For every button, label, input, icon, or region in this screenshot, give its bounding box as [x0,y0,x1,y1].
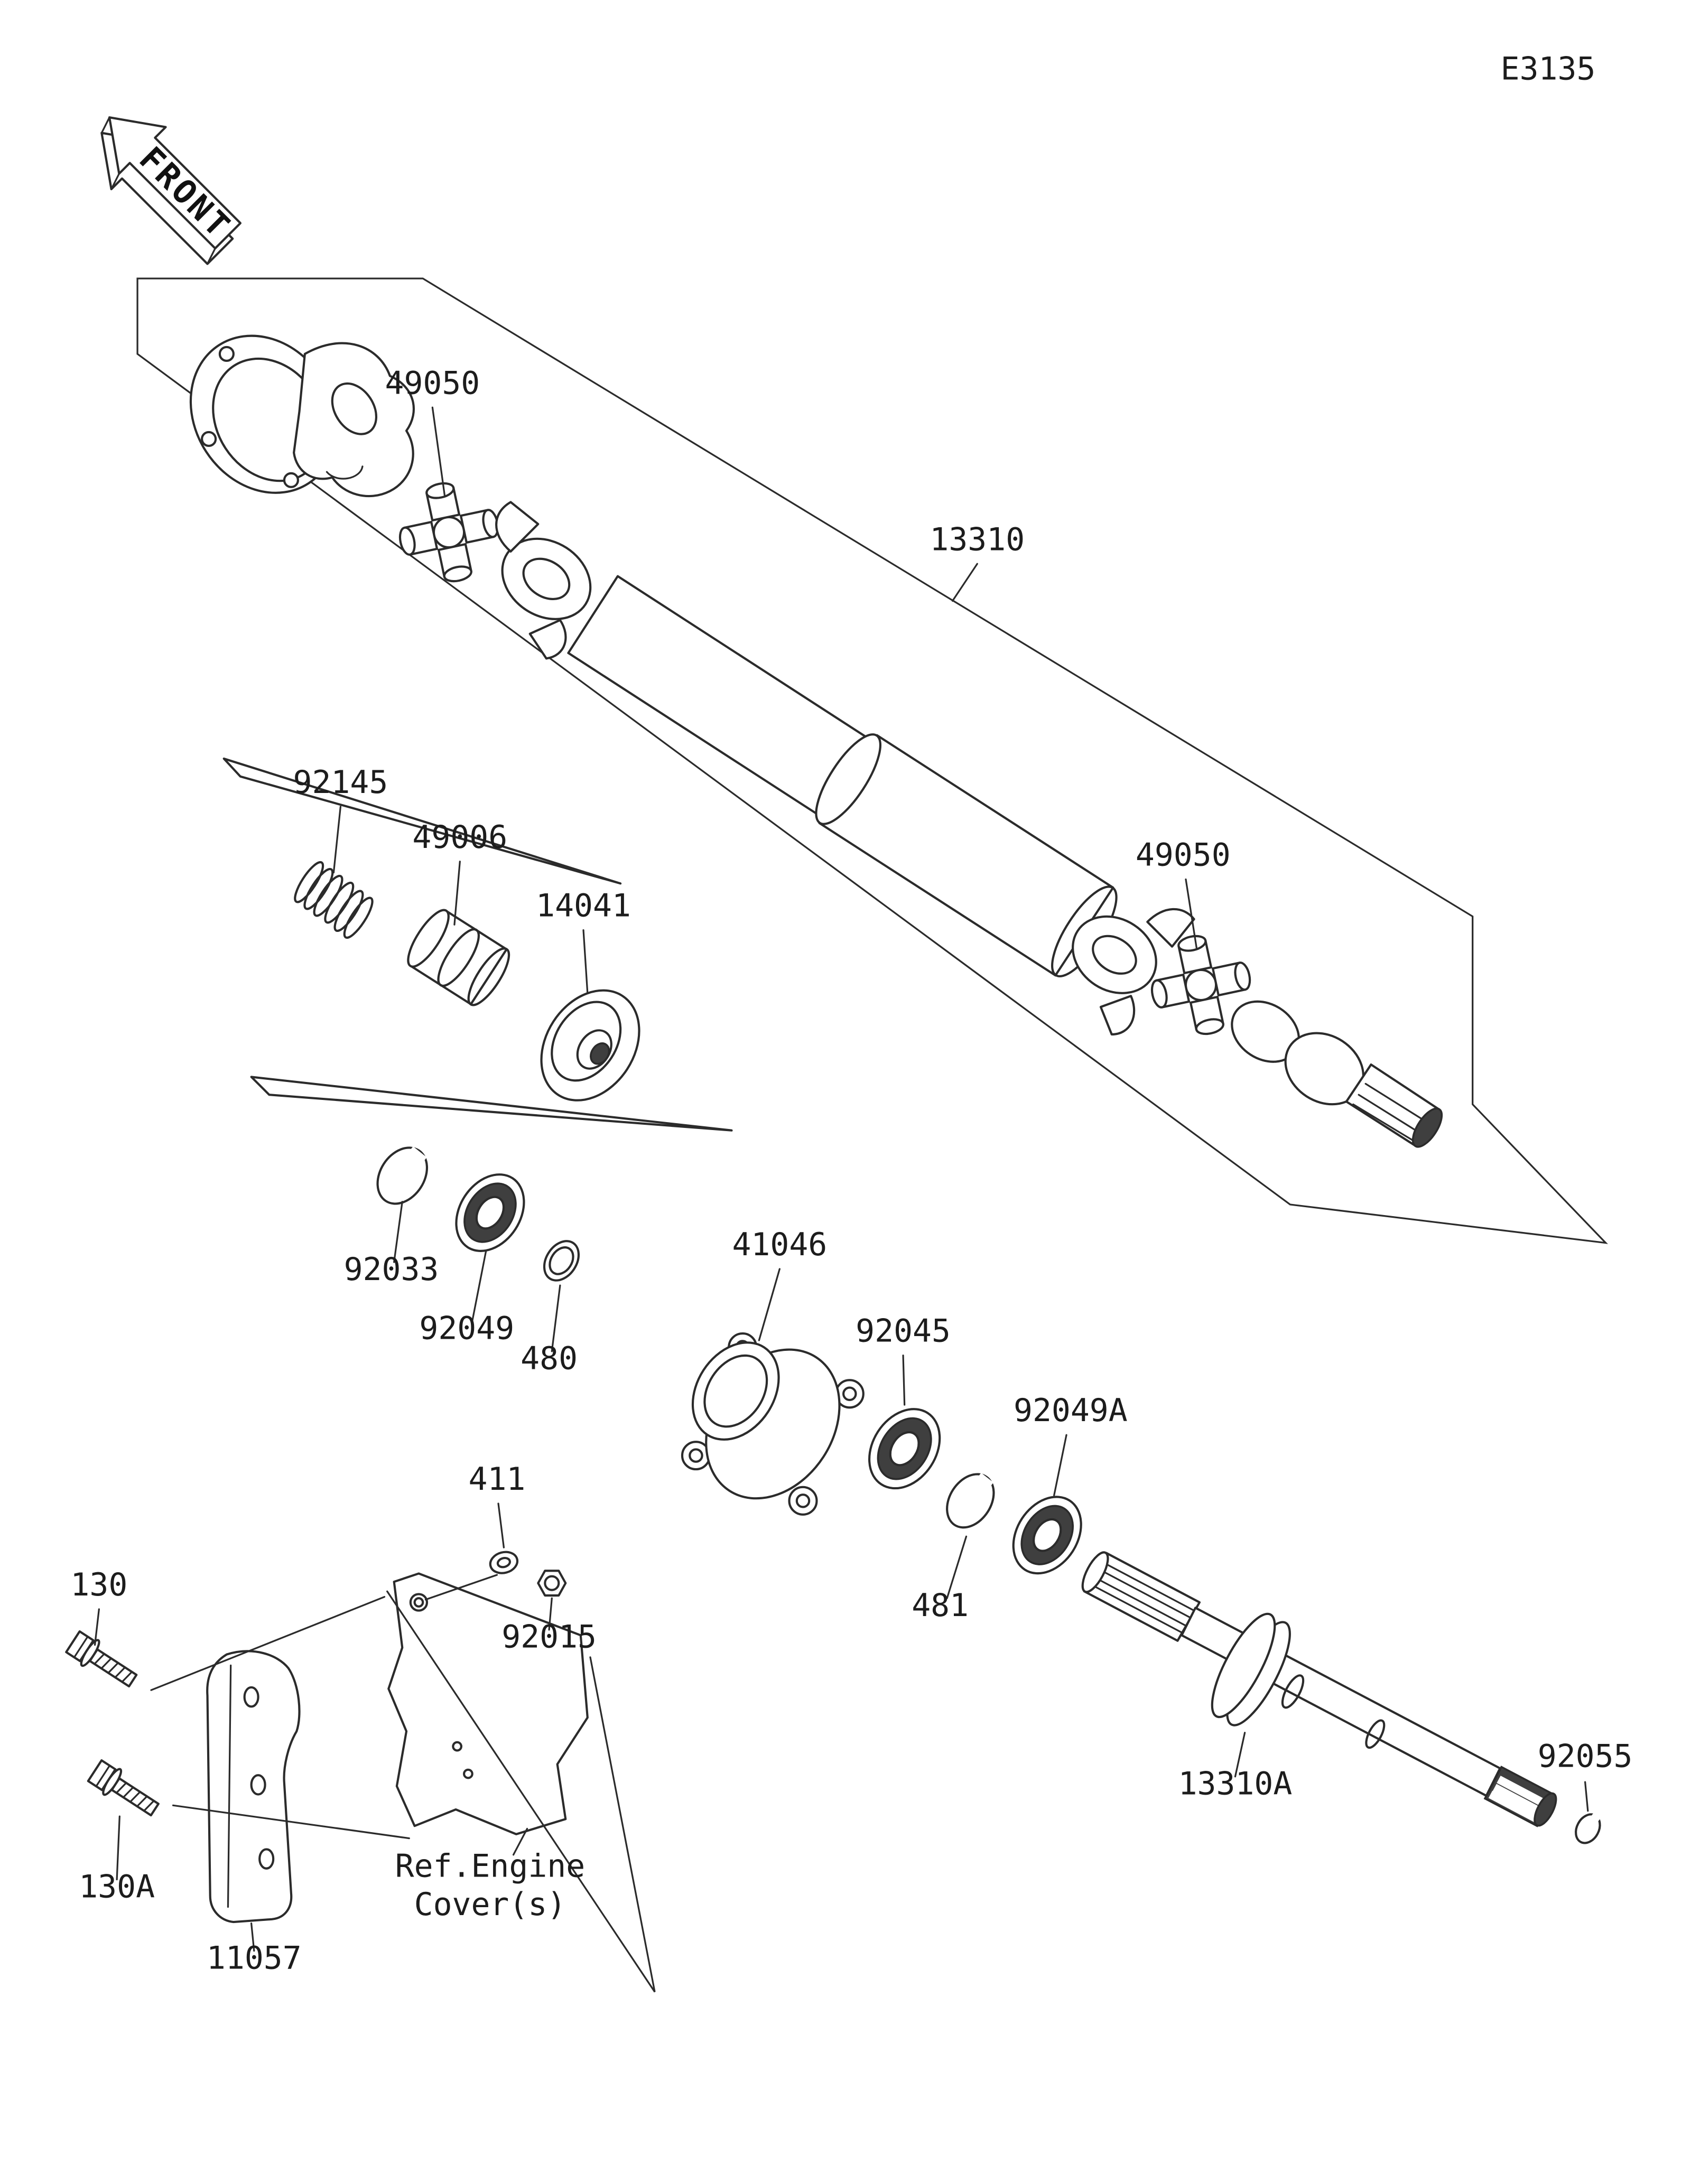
drive-shaft-13310a [1081,1551,1557,1827]
label-cover: 14041 [536,888,631,925]
shaft-rear-yoke [1072,908,1195,1036]
label-ujoint-rear: 49050 [1136,837,1231,874]
label-damper: 49006 [412,819,507,856]
ball-bearing-92045 [868,1408,941,1490]
label-washer-411: 411 [468,1461,525,1498]
label-bolt-130: 130 [70,1567,127,1603]
circlip-92033 [376,1146,429,1205]
bolt-130 [65,1630,138,1688]
damper-49006 [407,909,510,1006]
ref-note-line1: Ref.Engine [395,1848,586,1884]
circlip-92055 [1575,1812,1602,1844]
bracket-11057 [206,1650,301,1924]
assembly-boundary [136,277,1608,1244]
page-code: E3135 [1501,51,1596,88]
front-flange-yoke [189,334,415,498]
ref-note-line2: Cover(s) [414,1887,566,1923]
label-drive-shaft: 13310A [1178,1766,1293,1803]
bolt-130a [87,1759,160,1817]
callout-wedges [222,757,733,1132]
label-oil-seal: 92049 [419,1310,514,1347]
label-washer-480: 480 [521,1341,578,1377]
nut-92015 [537,1570,567,1597]
leader-lines [94,406,1589,1952]
label-ball-bearing: 92045 [856,1313,951,1350]
shaft-tube-rear [815,733,1118,978]
label-circlip-92055: 92055 [1538,1739,1633,1775]
label-bolt-130a: 130A [79,1869,155,1905]
u-joint-front [398,482,499,583]
label-circlip-92033: 92033 [344,1252,439,1288]
front-label: FRONT [132,139,239,247]
u-joint-rear [1150,935,1251,1035]
label-bracket: 11057 [207,1940,302,1976]
label-oil-seal-a: 92049A [1014,1393,1128,1429]
label-circlip-481: 481 [912,1588,969,1624]
washer-480 [543,1240,580,1282]
bearing-case-41046 [681,1332,865,1516]
label-bearing-case: 41046 [732,1227,827,1263]
cover-callout-wedge [386,1590,656,1993]
washer-411 [489,1551,519,1574]
label-ujoint-front: 49050 [385,365,480,402]
engine-cover-outline [387,1572,589,1835]
label-propeller-shaft: 13310 [930,521,1025,558]
callout-lines [150,1574,498,1840]
rear-end-yoke [1231,1000,1443,1148]
circlip-481 [946,1472,995,1529]
front-direction-arrow: FRONT [100,116,242,265]
spring-92145 [294,861,374,939]
label-spring: 92145 [293,764,388,801]
cover-14041 [540,989,640,1102]
shaft-front-yoke [495,501,592,660]
label-nut: 92015 [501,1619,597,1656]
oil-seal-92049 [455,1173,525,1252]
oil-seal-92049a [1012,1496,1082,1575]
